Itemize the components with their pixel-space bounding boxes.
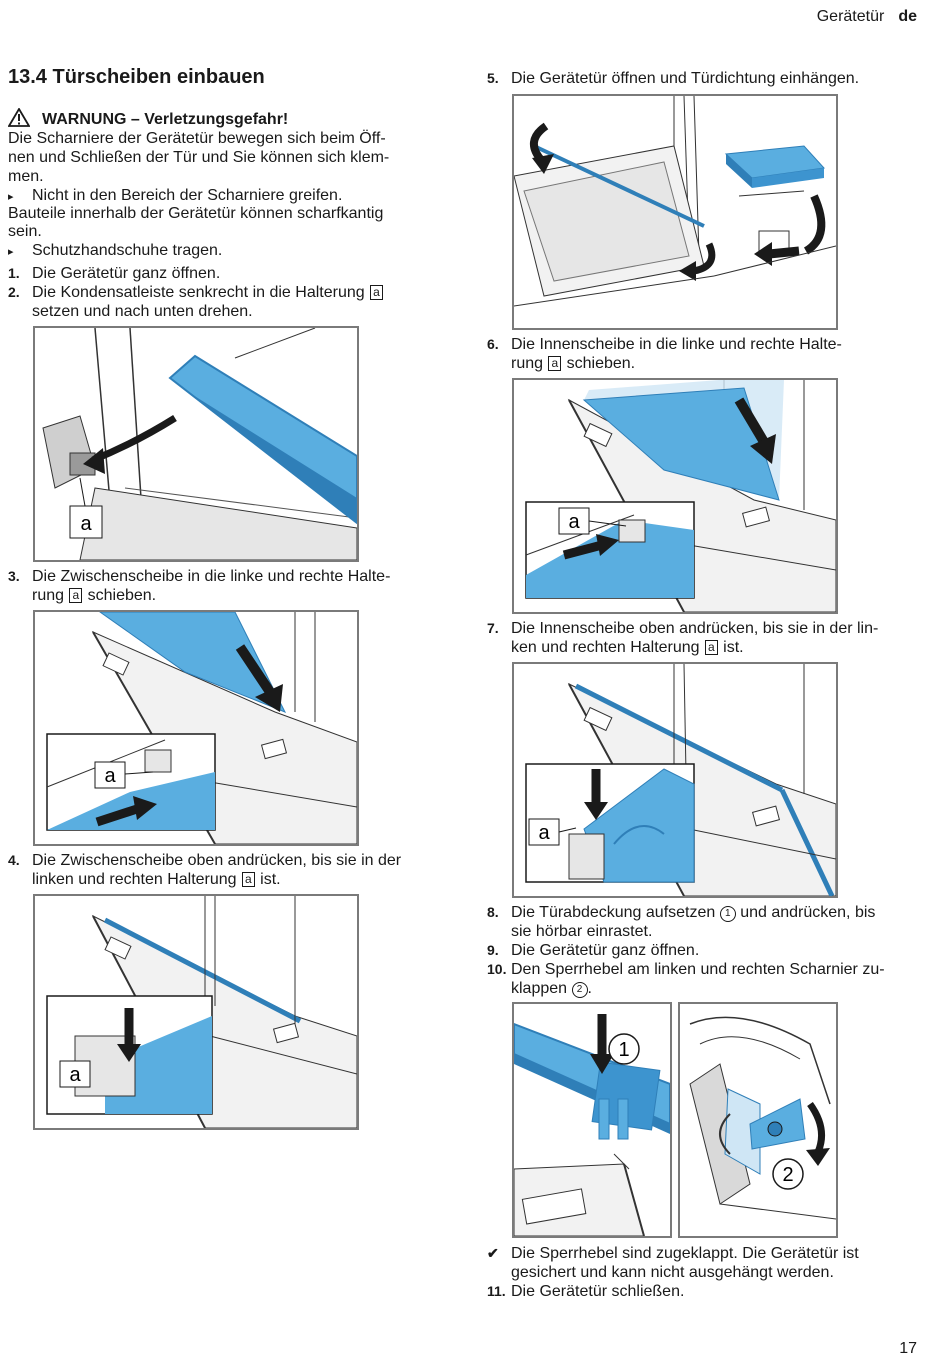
step-10: 10. Den Sperrhebel am linken und rechten… (487, 960, 927, 998)
warning-text-4: Bauteile innerhalb der Gerätetür können … (8, 205, 384, 222)
step-2: 2. Die Kondensatleiste senkrecht in die … (8, 283, 448, 321)
figure-door-seal (512, 94, 838, 330)
step-text: Die Türabdeckung aufsetzen 1 und andrück… (511, 903, 927, 941)
fig-label-1: 1 (618, 1039, 629, 1061)
bullet-marker-icon: ▸ (8, 246, 14, 258)
warning-text-1: Die Scharniere der Gerätetür bewegen sic… (8, 130, 386, 147)
fig-label-a: a (80, 513, 92, 535)
figure-door-cover: 1 (512, 1002, 672, 1238)
step-4: 4. Die Zwischenscheibe oben andrücken, b… (8, 851, 448, 889)
step-text-part: Die Kondensatleiste senkrecht in die Hal… (32, 284, 365, 301)
step-text-part: schieben. (87, 587, 157, 604)
fig-label-a: a (69, 1064, 81, 1086)
step-text-part: Die Innenscheibe oben andrücken, bis sie… (511, 620, 879, 637)
fig-label-a: a (568, 511, 580, 533)
step-text-part: ist. (723, 639, 744, 656)
warning-title: WARNUNG – Verletzungsgefahr! (42, 111, 289, 128)
mark-a-label: a (242, 872, 255, 887)
figure-condensate-strip: a (33, 326, 359, 562)
step-number: 1. (8, 265, 20, 281)
step-text-part: setzen und nach unten drehen. (32, 303, 253, 320)
step-3: 3. Die Zwischenscheibe in die linke und … (8, 567, 448, 605)
result-check: ✔ Die Sperrhebel sind zugeklappt. Die Ge… (487, 1244, 927, 1282)
header-lang: de (898, 8, 917, 25)
step-text-part: rung (32, 587, 65, 604)
step-text-part: und andrücken, bis (740, 904, 876, 921)
step-text-part: Die Türabdeckung aufsetzen (511, 904, 716, 921)
step-number: 2. (8, 284, 20, 300)
warning-text-2: nen und Schließen der Tür und Sie können… (8, 149, 390, 166)
section-title: 13.4 Türscheiben einbauen (8, 66, 265, 88)
step-text: Die Zwischenscheibe oben andrücken, bis … (32, 851, 448, 889)
step-7: 7. Die Innenscheibe oben andrücken, bis … (487, 619, 927, 657)
step-number: 6. (487, 336, 499, 352)
step-text-part: klappen (511, 980, 568, 997)
step-11: 11. Die Gerätetür schließen. (487, 1282, 927, 1301)
step-number: 9. (487, 942, 499, 958)
step-text: Die Innenscheibe oben andrücken, bis sie… (511, 619, 927, 657)
step-5: 5. Die Gerätetür öffnen und Türdichtung … (487, 69, 927, 88)
figure-inner-pane-press: a (512, 662, 838, 898)
step-text: Den Sperrhebel am linken und rechten Sch… (511, 961, 885, 998)
figure-middle-pane-press: a (33, 894, 359, 1130)
fig-label-a: a (538, 822, 550, 844)
figure-middle-pane-slide: a (33, 610, 359, 846)
step-text-part: rung (511, 355, 544, 372)
step-text-part: Die Zwischenscheibe oben andrücken, bis … (32, 852, 402, 869)
step-number: 11. (487, 1283, 506, 1299)
warning-text-3: men. (8, 168, 44, 185)
step-9: 9. Die Gerätetür ganz öffnen. (487, 941, 927, 960)
circled-1-label: 1 (719, 906, 736, 922)
step-text: Die Gerätetür schließen. (511, 1283, 685, 1300)
step-text-part: Die Zwischenscheibe in die linke und rec… (32, 568, 391, 585)
step-text-part: gesichert und kann nicht ausgehängt werd… (511, 1264, 834, 1281)
warning-bullet-2: ▸ Schutzhandschuhe tragen. (8, 241, 222, 262)
warning-bullet-1: ▸ Nicht in den Bereich der Scharniere gre… (8, 186, 342, 207)
warning-bullet-1-text: Nicht in den Bereich der Scharniere grei… (32, 187, 343, 204)
step-text: Die Gerätetür ganz öffnen. (511, 942, 700, 959)
page-header: Gerätetür de (817, 8, 917, 26)
step-number: 10. (487, 961, 507, 977)
figure-inner-pane-slide: a (512, 378, 838, 614)
mark-a-label: a (548, 356, 562, 371)
mark-a-label: a (705, 640, 718, 655)
step-8: 8. Die Türabdeckung aufsetzen 1 und andr… (487, 903, 927, 941)
step-text: Die Gerätetür öffnen und Türdichtung ein… (511, 70, 860, 87)
step-text-part: ken und rechten Halterung (511, 639, 700, 656)
step-number: 3. (8, 568, 20, 584)
step-text-part: linken und rechten Halterung (32, 871, 237, 888)
warning-triangle-icon (7, 107, 31, 132)
step-number: 5. (487, 70, 499, 86)
step-1: 1. Die Gerätetür ganz öffnen. (8, 264, 448, 283)
step-text-part: Den Sperrhebel am linken und rechten Sch… (511, 961, 885, 978)
mark-a-label: a (370, 285, 383, 300)
step-number: 7. (487, 620, 499, 636)
step-text: Die Kondensatleiste senkrecht in die Hal… (32, 283, 448, 321)
step-text-part: sie hörbar einrastet. (511, 923, 653, 940)
step-text-part: ist. (260, 871, 281, 888)
fig-label-a: a (104, 765, 116, 787)
step-text-part: Die Sperrhebel sind zugeklappt. Die Gerä… (511, 1245, 859, 1262)
header-section: Gerätetür (816, 8, 885, 25)
page-number: 17 (899, 1340, 917, 1357)
fig-label-2: 2 (782, 1164, 793, 1186)
warning-bullet-2-text: Schutzhandschuhe tragen. (32, 242, 223, 259)
step-number: 4. (8, 852, 20, 868)
step-text: Die Zwischenscheibe in die linke und rec… (32, 567, 448, 605)
step-text: Die Innenscheibe in die linke und rechte… (511, 335, 927, 373)
step-text: Die Sperrhebel sind zugeklappt. Die Gerä… (511, 1244, 927, 1282)
bullet-marker-icon: ▸ (8, 191, 14, 203)
step-number: 8. (487, 904, 499, 920)
step-text-part: schieben. (566, 355, 636, 372)
warning-text-5: sein. (8, 223, 42, 240)
warning-heading: WARNUNG – Verletzungsgefahr! (7, 107, 289, 132)
checkmark-icon: ✔ (487, 1245, 499, 1261)
step-text-part: Die Innenscheibe in die linke und rechte… (511, 336, 842, 353)
step-6: 6. Die Innenscheibe in die linke und rec… (487, 335, 927, 373)
circled-2-label: 2 (571, 982, 588, 998)
figure-locking-lever: 2 (678, 1002, 838, 1238)
mark-a-label: a (69, 588, 83, 603)
step-text: Die Gerätetür ganz öffnen. (32, 265, 221, 282)
